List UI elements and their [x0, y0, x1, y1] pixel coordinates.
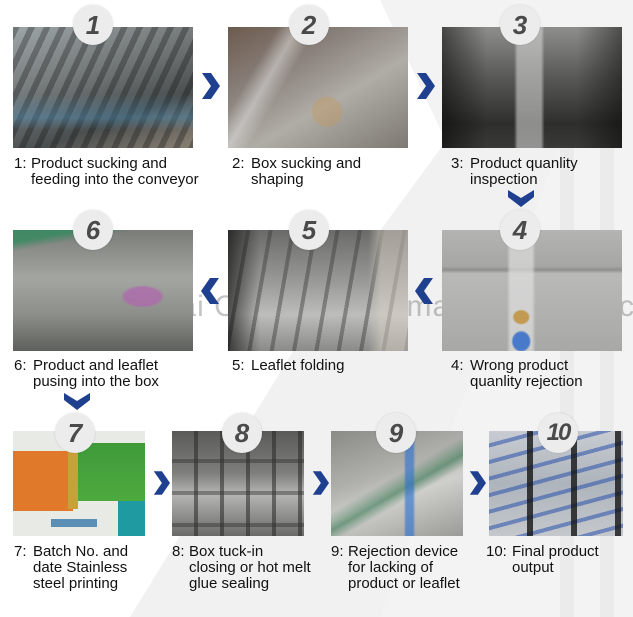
arrow-left-icon	[415, 278, 433, 304]
step-5-badge: 5	[289, 210, 329, 250]
step-6-badge: 6	[73, 210, 113, 250]
step-5-caption: 5: Leaflet folding	[232, 357, 345, 374]
step-4-photo	[442, 230, 622, 351]
arrow-down-icon	[508, 190, 534, 207]
arrow-right-icon	[202, 73, 220, 99]
step-4-badge: 4	[500, 210, 540, 250]
arrow-right-icon	[469, 471, 486, 495]
step-5-photo	[228, 230, 408, 351]
step-2-badge: 2	[289, 5, 329, 45]
step-1-badge: 1	[73, 5, 113, 45]
step-9-badge: 9	[376, 413, 416, 453]
step-2-photo	[228, 27, 408, 148]
arrow-left-icon	[201, 278, 219, 304]
step-10-badge: 10	[538, 413, 578, 453]
arrow-right-icon	[417, 73, 435, 99]
arrow-down-icon	[64, 393, 90, 410]
step-7-badge: 7	[55, 413, 95, 453]
step-3-photo	[442, 27, 622, 148]
step-6-photo	[13, 230, 193, 351]
arrow-right-icon	[153, 471, 170, 495]
step-8-badge: 8	[222, 413, 262, 453]
arrow-right-icon	[312, 471, 329, 495]
step-1-photo	[13, 27, 193, 148]
step-3-badge: 3	[500, 5, 540, 45]
